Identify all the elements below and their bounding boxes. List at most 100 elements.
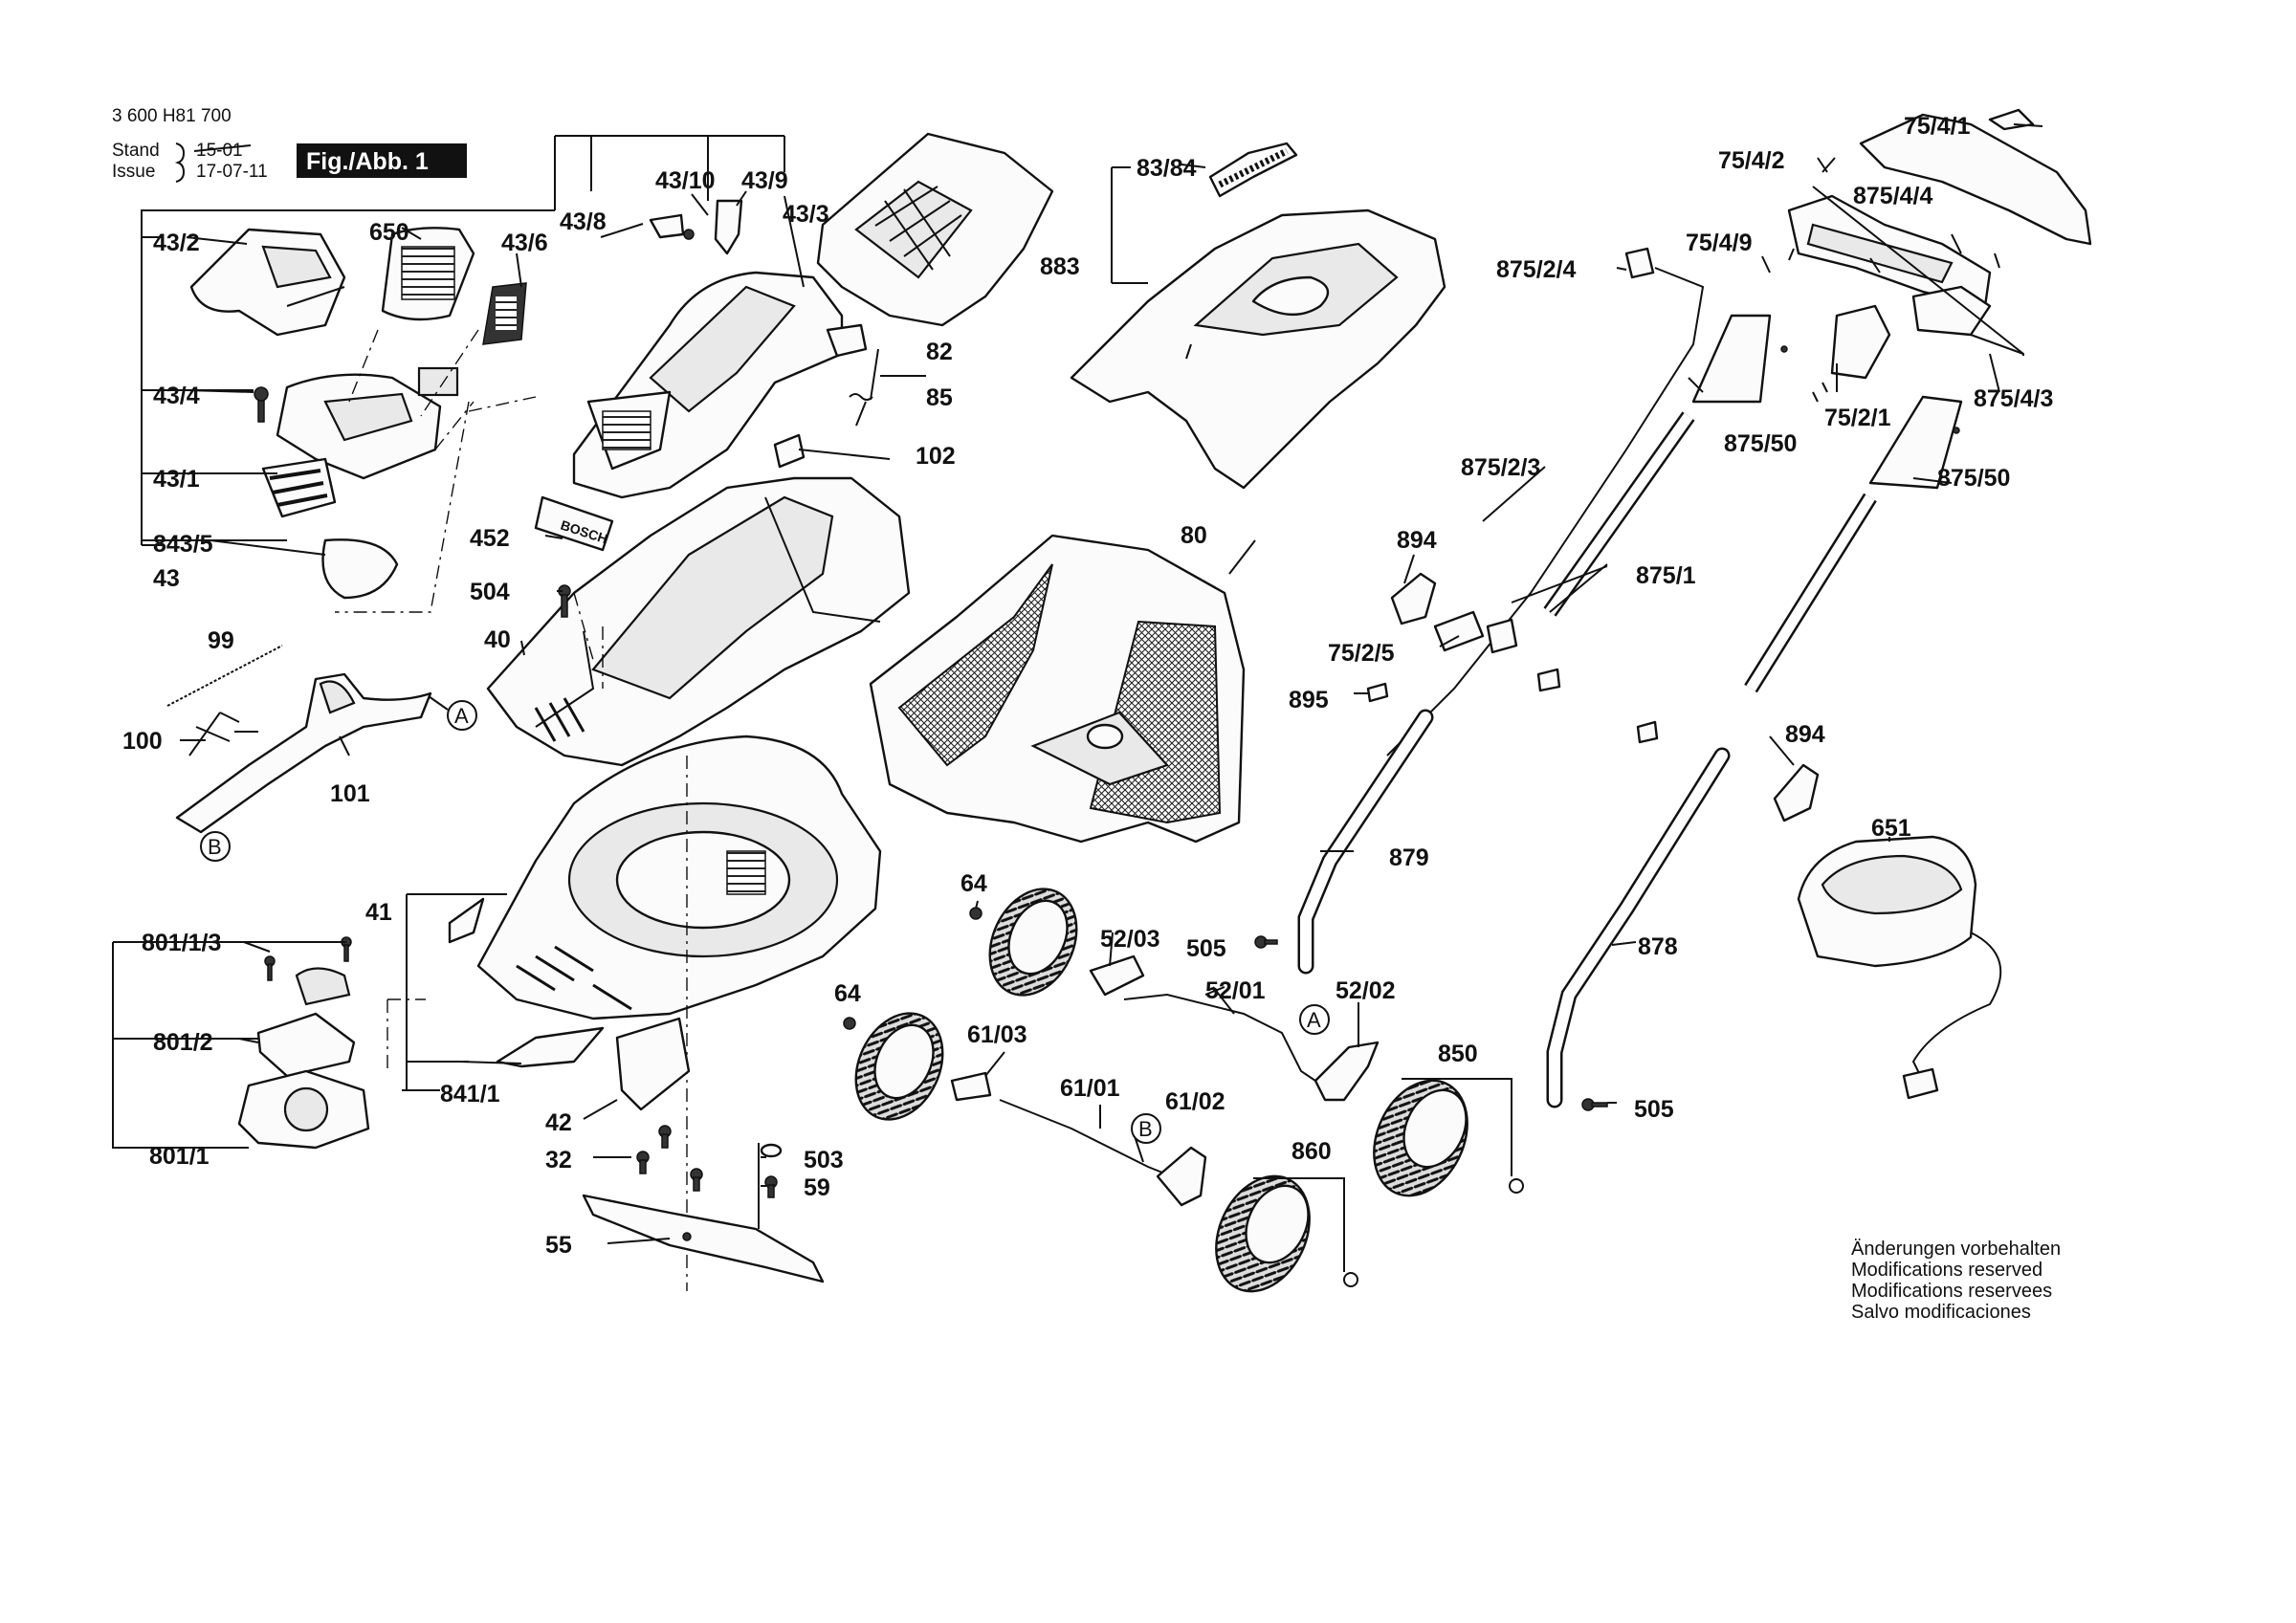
axle-52-01 xyxy=(1123,993,1316,1082)
stand-label: Stand xyxy=(112,141,160,161)
label-883: 883 xyxy=(1040,253,1080,280)
label-875-50-a: 875/50 xyxy=(1724,430,1797,457)
label-801-1: 801/1 xyxy=(149,1143,210,1170)
part-875-2-4 xyxy=(1624,247,1655,279)
callout-a-top: A xyxy=(428,695,477,731)
cover-883-bracket xyxy=(1111,166,1148,284)
deck-41 xyxy=(476,735,882,1020)
label-42: 42 xyxy=(545,1109,572,1136)
battery-cover-43-2 xyxy=(189,228,346,337)
label-875-4-3: 875/4/3 xyxy=(1974,385,2053,412)
cover-82 xyxy=(816,132,1054,327)
fan-42 xyxy=(615,1017,691,1111)
wheel-front-left xyxy=(988,888,1078,997)
label-83-84: 83/84 xyxy=(1137,155,1197,182)
grass-box-80 xyxy=(869,534,1246,844)
wheel-860 xyxy=(1215,1174,1358,1293)
label-875-1: 875/1 xyxy=(1636,562,1696,589)
svg-text:A: A xyxy=(454,704,469,728)
label-43-10: 43/10 xyxy=(655,167,716,194)
label-59: 59 xyxy=(804,1174,830,1201)
label-875-50-b: 875/50 xyxy=(1937,465,2010,492)
pcb-801-2 xyxy=(256,967,356,1078)
battery-assembly-leaders xyxy=(335,329,537,613)
label-801-1-3: 801/1/3 xyxy=(142,930,221,956)
label-61-01: 61/01 xyxy=(1060,1075,1120,1102)
label-860: 860 xyxy=(1292,1138,1332,1165)
lever-894-left xyxy=(1390,572,1437,625)
label-879: 879 xyxy=(1389,844,1429,871)
issue-label: Issue xyxy=(112,162,155,182)
chassis-40 xyxy=(486,476,911,767)
label-75-2-1: 75/2/1 xyxy=(1824,405,1891,431)
label-504: 504 xyxy=(470,579,510,605)
wheel-rear-left xyxy=(854,1012,944,1121)
part-43-6 xyxy=(482,282,527,345)
axle-61-01 xyxy=(999,1099,1173,1177)
label-43-6: 43/6 xyxy=(501,230,548,256)
pin-895 xyxy=(1366,682,1389,703)
pin-100 xyxy=(188,712,240,757)
label-850: 850 xyxy=(1438,1041,1478,1067)
label-55: 55 xyxy=(545,1232,572,1259)
blade-55 xyxy=(582,1194,825,1283)
wheel-brackets xyxy=(1253,1078,1512,1272)
cable-ties xyxy=(1536,668,1659,744)
label-650: 650 xyxy=(369,219,409,246)
svg-text:B: B xyxy=(1138,1117,1153,1141)
label-43-2: 43/2 xyxy=(153,230,200,256)
label-894-a: 894 xyxy=(1397,527,1437,554)
issue-value: 17-07-11 xyxy=(196,162,268,182)
label-843-5: 843/5 xyxy=(153,531,213,558)
handle-83-84 xyxy=(1208,142,1298,198)
leader-lines xyxy=(180,123,2043,1244)
spring-99 xyxy=(166,645,283,707)
screws-64 xyxy=(843,907,982,1030)
callout-a-axle: A xyxy=(1299,1004,1330,1035)
label-43-1: 43/1 xyxy=(153,466,200,493)
part-843-5 xyxy=(321,538,399,600)
document-header: 3 600 H81 700 Stand Issue 15-01 17-07-11… xyxy=(112,106,467,183)
handle-bar-leader xyxy=(1812,186,2024,356)
small-screws-upper xyxy=(1761,157,2000,403)
cover-883 xyxy=(1070,208,1446,490)
stand-value: 15-01 xyxy=(196,141,243,161)
charger-651 xyxy=(1797,835,2002,1100)
label-75-4-2: 75/4/2 xyxy=(1718,147,1785,174)
label-505-b: 505 xyxy=(1634,1096,1674,1123)
lever-61-02 xyxy=(1156,1146,1207,1207)
stand-strike xyxy=(193,144,252,152)
note-en: Modifications reserved xyxy=(1851,1260,2042,1281)
label-43-8: 43/8 xyxy=(560,208,607,235)
lock-43-8 xyxy=(649,213,695,240)
header-brace xyxy=(174,143,186,183)
label-61-03: 61/03 xyxy=(967,1021,1027,1048)
note-fr: Modifications reservees xyxy=(1851,1281,2052,1302)
wheel-850 xyxy=(1373,1079,1524,1197)
label-801-2: 801/2 xyxy=(153,1029,213,1056)
handle-rail-879 xyxy=(1297,709,1434,975)
clip-102 xyxy=(773,433,806,469)
deck-bracket xyxy=(402,893,507,1091)
callout-b-left: B xyxy=(200,831,231,862)
part-75-2-1 xyxy=(1830,304,1891,380)
lever-894-right xyxy=(1773,763,1820,822)
figure-badge xyxy=(297,143,467,178)
spring-85 xyxy=(849,348,879,427)
modification-notes: Änderungen vorbehalten Modifications res… xyxy=(1851,1239,2061,1323)
label-43-3: 43/3 xyxy=(783,201,829,228)
svg-text:A: A xyxy=(1307,1008,1321,1032)
label-101: 101 xyxy=(330,780,370,807)
battery-650 xyxy=(381,227,475,321)
label-75-4-9: 75/4/9 xyxy=(1686,230,1753,256)
blade-insert-841-1 xyxy=(448,897,605,1068)
label-75-4-1: 75/4/1 xyxy=(1904,113,1971,140)
callout-b-axle: B xyxy=(1131,1113,1161,1144)
handle-rail-878 xyxy=(1546,747,1731,1108)
label-841-1: 841/1 xyxy=(440,1081,500,1108)
tube-lower-875-1-right xyxy=(1744,493,1877,693)
screw-59 xyxy=(764,1175,778,1198)
part-labels: 43/2 650 43/6 43/8 43/10 43/9 43/3 43/4 … xyxy=(122,113,2053,1259)
label-40: 40 xyxy=(484,626,511,653)
label-85: 85 xyxy=(926,384,953,411)
